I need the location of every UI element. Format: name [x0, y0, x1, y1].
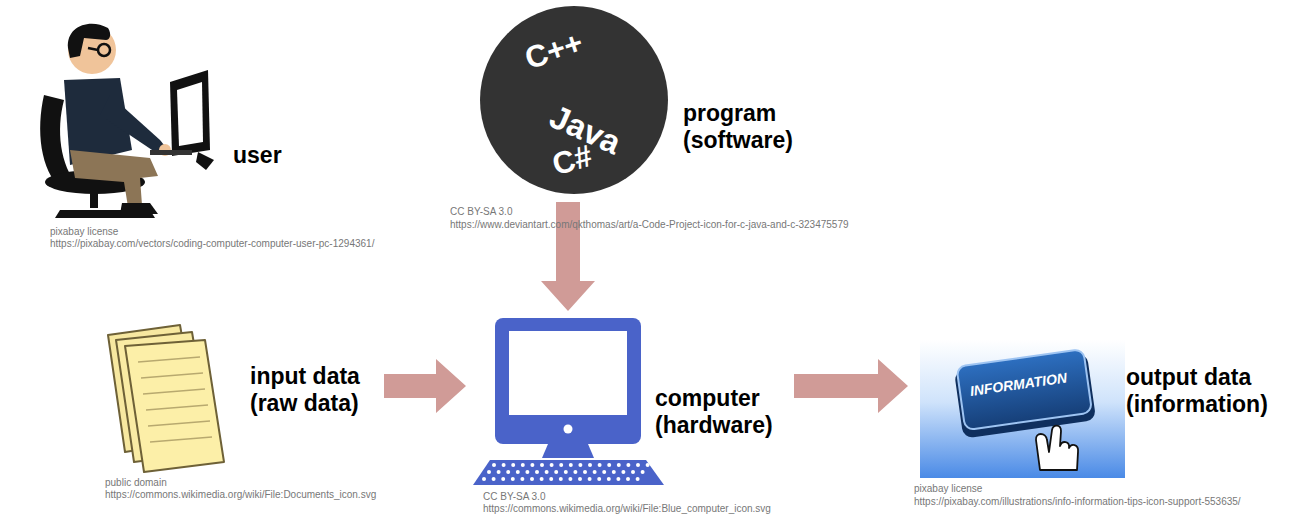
information-illustration: [920, 340, 1125, 478]
node-label: input data (raw data): [250, 363, 425, 417]
credit-note: CC BY-SA 3.0: [483, 491, 545, 503]
computer-illustration: [473, 318, 664, 485]
credit-note: pixabay license: [50, 226, 118, 238]
flow-arrow: [541, 202, 595, 311]
flow-arrow: [384, 359, 466, 413]
language-name: C#: [549, 140, 596, 181]
program-node: C++JavaC#program (software): [478, 4, 818, 198]
node-label: program (software): [683, 100, 858, 154]
node-label: user: [233, 142, 408, 169]
credit-note: pixabay license: [914, 483, 982, 495]
credit-note: CC BY-SA 3.0: [450, 206, 512, 218]
documents-illustration: [108, 325, 224, 472]
computer-node: computer (hardware): [470, 315, 790, 487]
credit-note: public domain: [105, 477, 167, 489]
input-data-node: input data (raw data): [100, 322, 380, 474]
credit-note: https://commons.wikimedia.org/wiki/File:…: [105, 489, 376, 501]
credit-note: https://commons.wikimedia.org/wiki/File:…: [483, 503, 771, 515]
user-illustration: [40, 24, 214, 218]
node-label: computer (hardware): [655, 385, 830, 439]
output-data-node: INFORMATIONoutput data (information): [912, 336, 1292, 482]
credit-note: https://www.deviantart.com/qkthomas/art/…: [450, 219, 849, 231]
language-name: C++: [521, 27, 586, 75]
code-circle: [480, 6, 668, 194]
flow-arrow: [794, 359, 908, 413]
credit-note: https://pixabay.com/vectors/coding-compu…: [50, 238, 374, 250]
user-node: user: [38, 3, 288, 225]
node-label: output data (information): [1126, 364, 1301, 418]
key-label: INFORMATION: [969, 370, 1068, 397]
credit-note: https://pixabay.com/illustrations/info-i…: [914, 496, 1241, 508]
